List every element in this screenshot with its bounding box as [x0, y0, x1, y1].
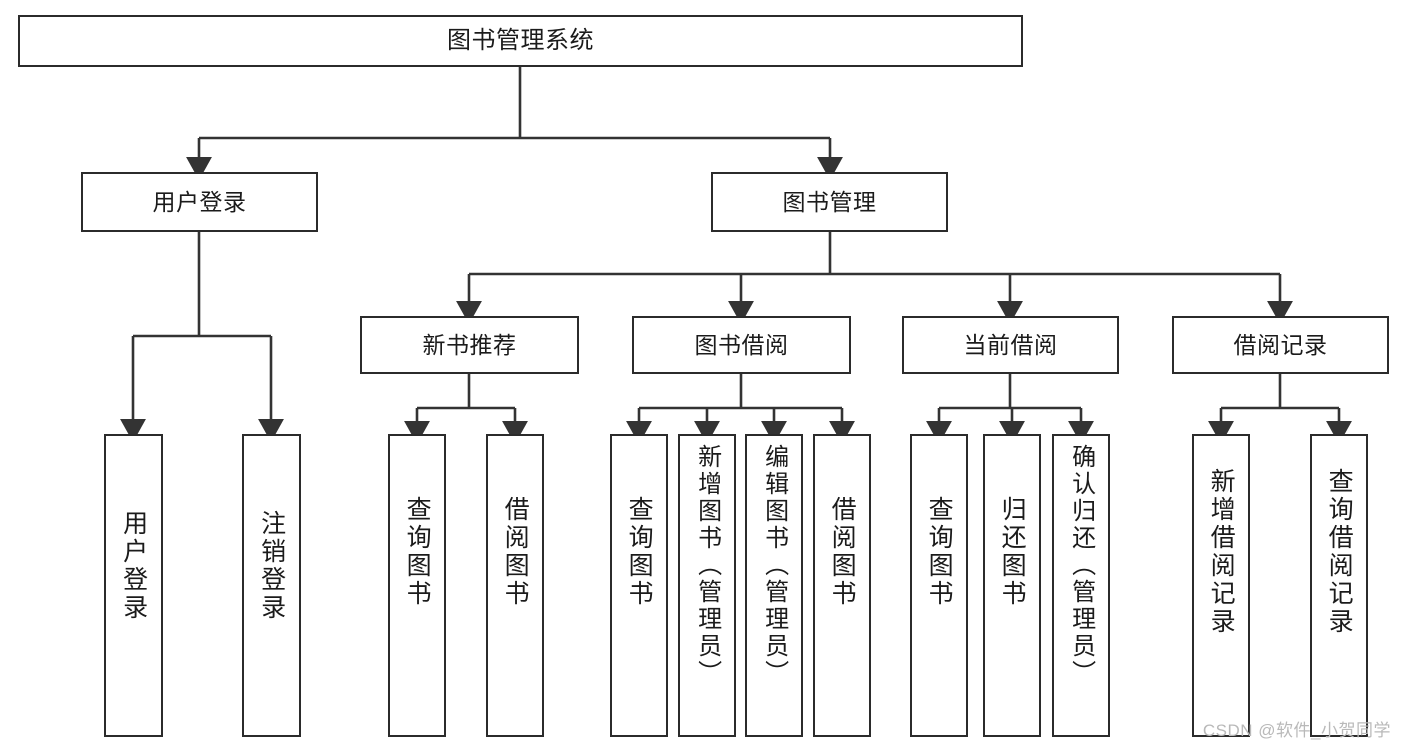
- node-label: 用户登录: [119, 510, 148, 622]
- leaf-return-book[interactable]: 归还图书: [983, 434, 1041, 737]
- node-label: 确认归还（管理员）: [1067, 444, 1095, 687]
- leaf-confirm-return-admin[interactable]: 确认归还（管理员）: [1052, 434, 1110, 737]
- node-label: 图书管理: [782, 188, 877, 215]
- node-label: 查询图书: [925, 496, 954, 608]
- node-current-borrow[interactable]: 当前借阅: [902, 316, 1119, 374]
- node-label: 当前借阅: [963, 331, 1058, 358]
- node-label: 归还图书: [998, 496, 1027, 608]
- node-label: 用户登录: [152, 188, 247, 215]
- leaf-edit-book-admin[interactable]: 编辑图书（管理员）: [745, 434, 803, 737]
- node-borrow-record[interactable]: 借阅记录: [1172, 316, 1389, 374]
- leaf-add-book-admin[interactable]: 新增图书（管理员）: [678, 434, 736, 737]
- node-label: 查询图书: [625, 496, 654, 608]
- node-label: 查询图书: [403, 496, 432, 608]
- node-label: 新增图书（管理员）: [693, 444, 721, 687]
- node-label: 注销登录: [257, 510, 286, 622]
- node-label: 查询借阅记录: [1325, 468, 1354, 636]
- node-new-book-recommend[interactable]: 新书推荐: [360, 316, 579, 374]
- leaf-logout[interactable]: 注销登录: [242, 434, 301, 737]
- node-label: 编辑图书（管理员）: [760, 444, 788, 687]
- node-root-system[interactable]: 图书管理系统: [18, 15, 1023, 67]
- node-label: 借阅记录: [1233, 331, 1328, 358]
- leaf-query-book-borrow[interactable]: 查询图书: [610, 434, 668, 737]
- node-label: 借阅图书: [828, 496, 857, 608]
- leaf-query-borrow-record[interactable]: 查询借阅记录: [1310, 434, 1368, 737]
- node-user-login[interactable]: 用户登录: [81, 172, 318, 232]
- watermark-text: CSDN @软件_小贺同学: [1202, 721, 1391, 740]
- leaf-add-borrow-record[interactable]: 新增借阅记录: [1192, 434, 1250, 737]
- node-label: 借阅图书: [501, 496, 530, 608]
- leaf-query-book-current[interactable]: 查询图书: [910, 434, 968, 737]
- node-label: 新增借阅记录: [1207, 468, 1236, 636]
- leaf-user-login[interactable]: 用户登录: [104, 434, 163, 737]
- leaf-borrow-book-recommend[interactable]: 借阅图书: [486, 434, 544, 737]
- node-book-borrow[interactable]: 图书借阅: [632, 316, 851, 374]
- leaf-query-book-recommend[interactable]: 查询图书: [388, 434, 446, 737]
- leaf-borrow-book[interactable]: 借阅图书: [813, 434, 871, 737]
- node-label: 图书借阅: [694, 331, 789, 358]
- node-label: 图书管理系统: [447, 27, 594, 55]
- node-book-manage[interactable]: 图书管理: [711, 172, 948, 232]
- node-label: 新书推荐: [422, 331, 517, 358]
